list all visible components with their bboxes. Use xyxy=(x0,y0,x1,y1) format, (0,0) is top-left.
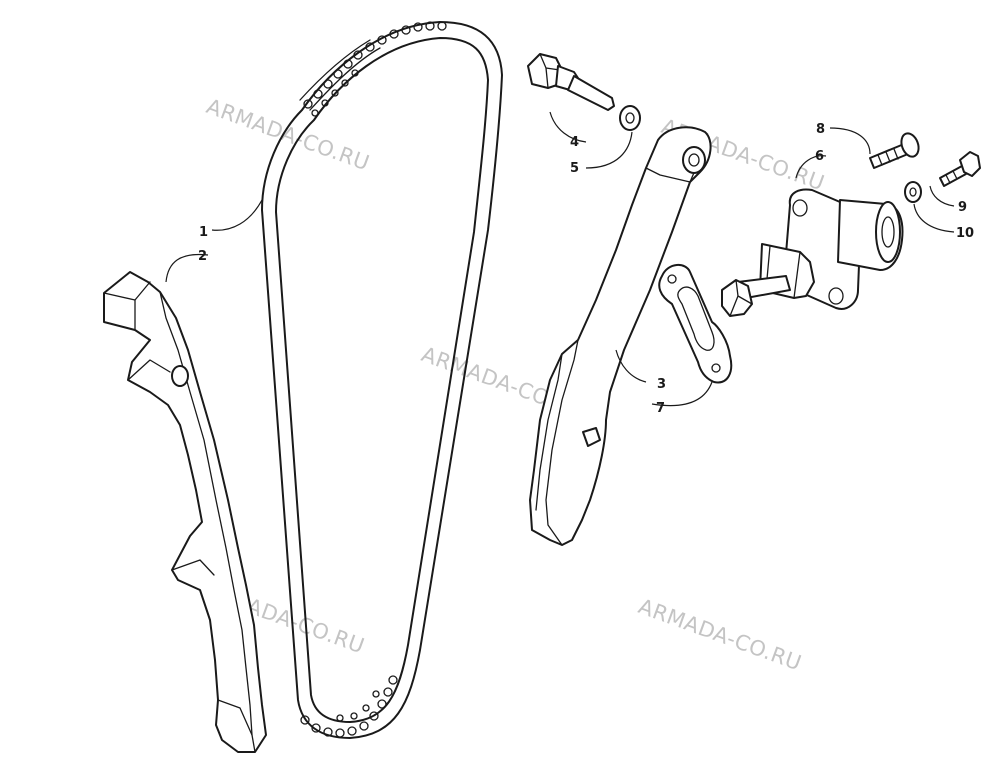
callout-2: 2 xyxy=(198,249,207,264)
tensioner-assembly-part-6 xyxy=(721,188,904,317)
leader-lines xyxy=(165,111,955,407)
callout-10: 10 xyxy=(956,226,974,241)
washer-part-5 xyxy=(619,105,641,131)
callout-5: 5 xyxy=(570,161,579,176)
watermark-1: ARMADA-CO.RU xyxy=(203,94,373,175)
tensioner-arm-part-3 xyxy=(529,126,712,546)
callout-numbers: 1 2 3 4 5 6 7 8 9 10 xyxy=(198,122,974,416)
callout-4: 4 xyxy=(570,135,579,150)
cam-chain-part-1 xyxy=(261,21,503,739)
bolt-part-9 xyxy=(939,151,981,187)
watermark-5: ARMADA-CO.RU xyxy=(635,594,805,675)
callout-6: 6 xyxy=(815,149,824,164)
gasket-part-7 xyxy=(658,264,733,384)
callout-8: 8 xyxy=(816,122,825,137)
chain-links-bottom xyxy=(300,675,398,738)
chain-links-top xyxy=(303,21,447,117)
callout-7: 7 xyxy=(656,401,665,416)
bolt-part-8 xyxy=(869,132,920,169)
callout-1: 1 xyxy=(199,225,208,240)
watermarks: ARMADA-CO.RU ARMADA-CO.RU ARMADA-CO.RU A… xyxy=(198,94,828,675)
bolt-part-4 xyxy=(527,53,615,111)
callout-9: 9 xyxy=(958,200,967,215)
chain-guide-part-2 xyxy=(103,271,267,753)
callout-3: 3 xyxy=(657,377,666,392)
washer-part-10 xyxy=(904,181,922,203)
